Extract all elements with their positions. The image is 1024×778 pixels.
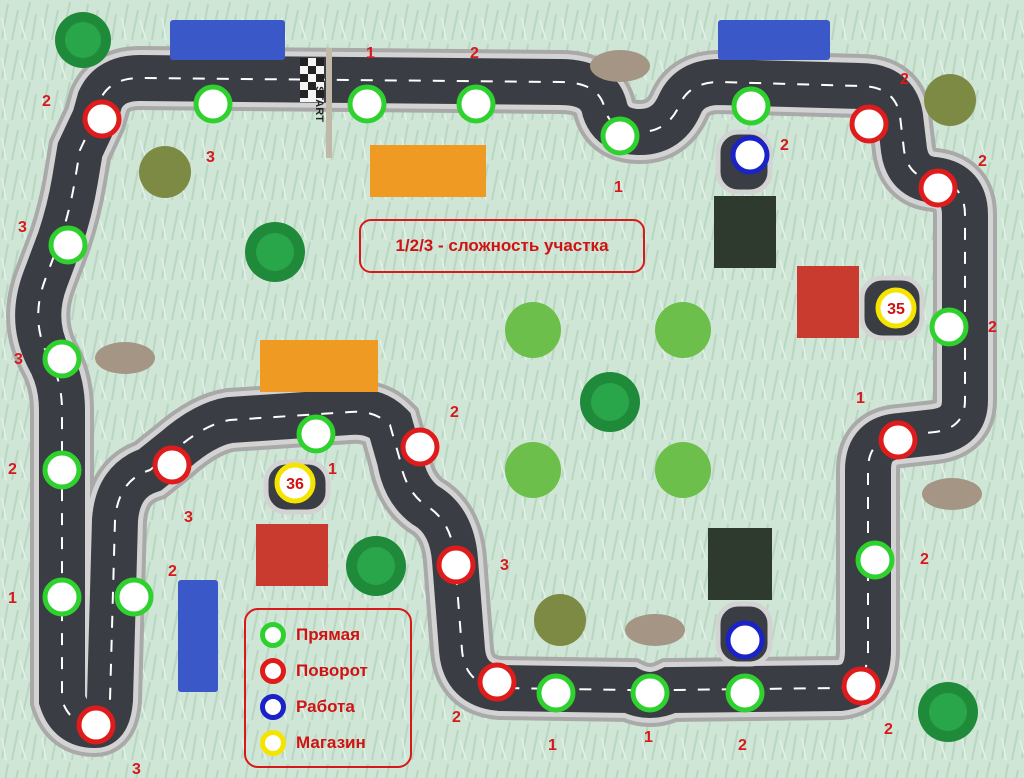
legend-item-straight: Прямая bbox=[260, 618, 360, 652]
start-line bbox=[300, 48, 332, 158]
legend-item-turn: Поворот bbox=[260, 654, 368, 688]
node-straight[interactable] bbox=[296, 414, 336, 454]
difficulty-label: 3 bbox=[14, 351, 23, 368]
difficulty-label: 1 bbox=[328, 461, 337, 478]
node-shop-36[interactable]: 36 bbox=[274, 462, 316, 504]
node-turn[interactable] bbox=[878, 420, 918, 460]
node-turn[interactable] bbox=[918, 168, 958, 208]
node-turn[interactable] bbox=[849, 104, 889, 144]
legend-item-work: Работа bbox=[260, 690, 355, 724]
node-straight[interactable] bbox=[347, 84, 387, 124]
node-straight[interactable] bbox=[193, 84, 233, 124]
shop-35-number: 35 bbox=[887, 301, 905, 318]
difficulty-label: 2 bbox=[8, 461, 17, 478]
difficulty-label: 2 bbox=[988, 319, 997, 336]
difficulty-label: 2 bbox=[452, 709, 461, 726]
node-straight[interactable] bbox=[929, 307, 969, 347]
node-shop-35[interactable]: 35 bbox=[875, 287, 917, 329]
node-straight[interactable] bbox=[731, 86, 771, 126]
legend-dot-shop bbox=[260, 730, 286, 756]
node-turn[interactable] bbox=[400, 427, 440, 467]
node-straight[interactable] bbox=[114, 577, 154, 617]
node-straight[interactable] bbox=[855, 540, 895, 580]
decorations bbox=[55, 12, 982, 742]
difficulty-label: 2 bbox=[920, 551, 929, 568]
difficulty-label: 2 bbox=[884, 721, 893, 738]
difficulty-label: 2 bbox=[900, 71, 909, 88]
difficulty-labels: 1 2 2 3 1 2 2 2 3 2 3 1 2 2 1 3 2 2 3 1 … bbox=[8, 45, 997, 778]
node-straight[interactable] bbox=[48, 225, 88, 265]
legend-label: Магазин bbox=[296, 733, 366, 752]
legend-dot-turn bbox=[260, 658, 286, 684]
difficulty-label: 3 bbox=[132, 761, 141, 778]
difficulty-label: 1 bbox=[614, 179, 623, 196]
difficulty-label: 2 bbox=[470, 45, 479, 62]
start-label: START bbox=[313, 86, 325, 122]
node-turn[interactable] bbox=[82, 99, 122, 139]
difficulty-label: 2 bbox=[450, 404, 459, 421]
legend-label: Прямая bbox=[296, 625, 361, 644]
shop-36-number: 36 bbox=[286, 476, 304, 493]
node-straight[interactable] bbox=[725, 673, 765, 713]
node-turn[interactable] bbox=[152, 445, 192, 485]
difficulty-label: 2 bbox=[168, 563, 177, 580]
node-work[interactable] bbox=[730, 135, 770, 175]
node-straight[interactable] bbox=[456, 84, 496, 124]
node-straight[interactable] bbox=[42, 450, 82, 490]
track-nodes: 35 36 bbox=[42, 84, 969, 745]
legend-label: Работа bbox=[296, 697, 355, 716]
difficulty-label: 1 bbox=[856, 390, 865, 407]
legend-box: Прямая Поворот Работа Магазин bbox=[244, 608, 412, 768]
node-turn[interactable] bbox=[841, 666, 881, 706]
difficulty-label: 1 bbox=[644, 729, 653, 746]
difficulty-label: 1 bbox=[548, 737, 557, 754]
node-straight[interactable] bbox=[42, 339, 82, 379]
node-turn[interactable] bbox=[477, 662, 517, 702]
legend-dot-straight bbox=[260, 622, 286, 648]
difficulty-label: 1 bbox=[366, 45, 375, 62]
node-work[interactable] bbox=[725, 620, 765, 660]
difficulty-label: 1 bbox=[8, 590, 17, 607]
difficulty-label: 2 bbox=[978, 153, 987, 170]
node-straight[interactable] bbox=[536, 673, 576, 713]
node-turn[interactable] bbox=[76, 705, 116, 745]
legend-label: Поворот bbox=[296, 661, 368, 680]
legend-dot-work bbox=[260, 694, 286, 720]
node-straight[interactable] bbox=[42, 577, 82, 617]
node-straight[interactable] bbox=[600, 116, 640, 156]
difficulty-label: 2 bbox=[738, 737, 747, 754]
difficulty-label: 2 bbox=[780, 137, 789, 154]
legend-item-shop: Магазин bbox=[260, 726, 366, 760]
difficulty-label: 2 bbox=[42, 93, 51, 110]
node-straight[interactable] bbox=[630, 673, 670, 713]
difficulty-label: 3 bbox=[184, 509, 193, 526]
difficulty-note: 1/2/3 - сложность участка bbox=[359, 219, 645, 273]
node-turn[interactable] bbox=[436, 545, 476, 585]
difficulty-label: 3 bbox=[500, 557, 509, 574]
difficulty-label: 3 bbox=[206, 149, 215, 166]
difficulty-label: 3 bbox=[18, 219, 27, 236]
